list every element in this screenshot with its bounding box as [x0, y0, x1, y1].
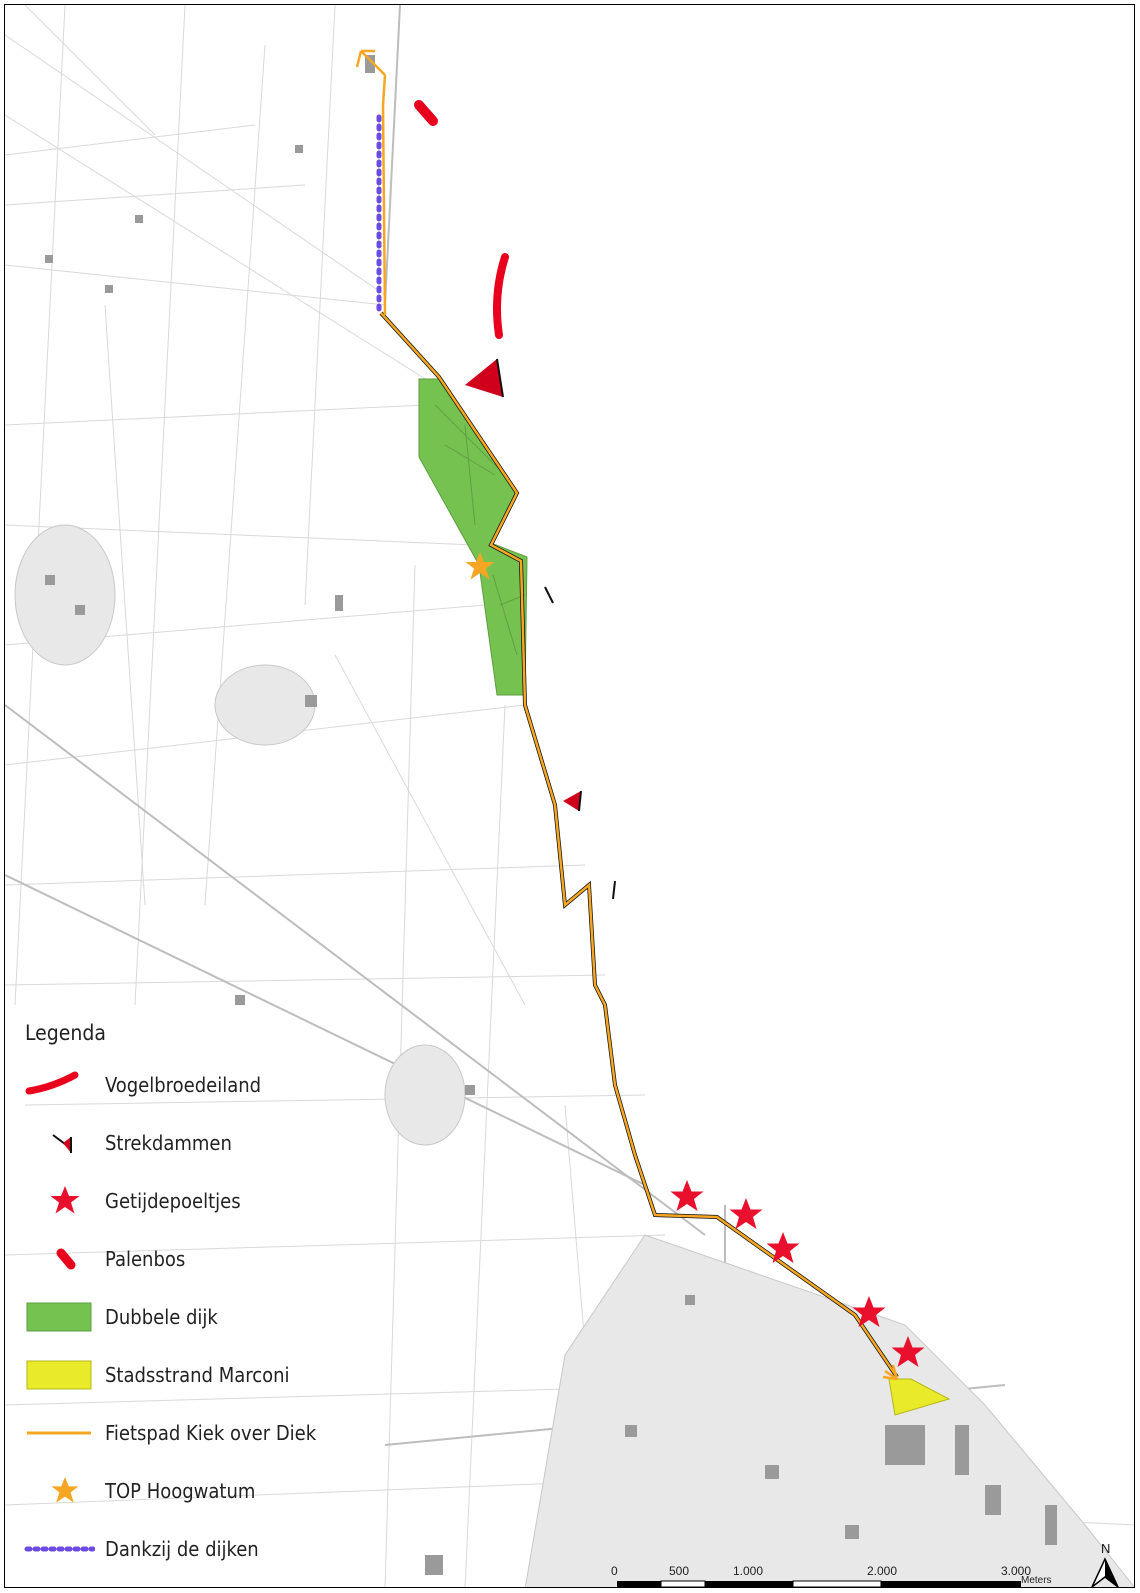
- dubbele-dijk-ditches: [434, 404, 526, 656]
- north-arrow-icon: [1091, 1557, 1119, 1587]
- groyne-icon: [52, 1134, 72, 1153]
- scale-tick-500: 500: [669, 1564, 690, 1578]
- bird-island-icon: [25, 1071, 79, 1095]
- orange-line-icon: [27, 1431, 91, 1435]
- legend-item-fietspad: Fietspad Kiek over Diek: [23, 1413, 383, 1453]
- scale-unit: Meters: [1021, 1575, 1052, 1586]
- orange-star-icon: [51, 1477, 79, 1503]
- legend-item-stadsstrand-marconi: Stadsstrand Marconi: [23, 1355, 383, 1395]
- north-label: N: [1101, 1541, 1111, 1556]
- legend-item-vogelbroedeiland: Vogelbroedeiland: [23, 1065, 383, 1105]
- palenbos-marker[interactable]: [414, 100, 438, 126]
- scale-tick-0: 0: [611, 1564, 618, 1578]
- star-icon: [50, 1186, 80, 1214]
- pole-forest-icon: [56, 1248, 76, 1270]
- scale-tick-3000: 3.000: [1001, 1564, 1032, 1578]
- vogelbroedeiland-marker[interactable]: [493, 253, 509, 339]
- legend-item-top-hoogwatum: TOP Hoogwatum: [23, 1471, 383, 1511]
- strekdammen-markers[interactable]: [465, 358, 616, 900]
- route-arrow-north-icon: [355, 49, 386, 76]
- buildings: [45, 55, 1057, 1575]
- map-frame: Legenda Vogelbroedeiland Strekdammen Get…: [4, 4, 1135, 1588]
- dotted-line-icon: [24, 1546, 95, 1552]
- map-canvas[interactable]: [5, 5, 1135, 1588]
- scale-tick-1000: 1.000: [733, 1564, 764, 1578]
- yellow-area-icon: [26, 1360, 92, 1390]
- legend-item-getijdepoeltjes: Getijdepoeltjes: [23, 1181, 383, 1221]
- top-hoogwatum-marker[interactable]: [465, 552, 495, 580]
- route-arrow-south-icon: [882, 1364, 899, 1381]
- legend-item-dubbele-dijk: Dubbele dijk: [23, 1297, 383, 1337]
- getijdepoeltjes-markers[interactable]: [670, 1180, 925, 1367]
- fietspad-route-north[interactable]: [381, 74, 387, 316]
- legend-title: Legenda: [25, 1021, 106, 1045]
- legend-item-dankzij-de-dijken: Dankzij de dijken: [23, 1529, 383, 1569]
- stadsstrand-marconi-area[interactable]: [888, 1378, 951, 1416]
- scale-tick-2000: 2.000: [867, 1564, 898, 1578]
- legend-item-palenbos: Palenbos: [23, 1239, 383, 1279]
- urban-areas: [14, 524, 1134, 1587]
- green-area-icon: [26, 1302, 92, 1332]
- fietspad-route[interactable]: [380, 312, 899, 1378]
- legend-item-strekdammen: Strekdammen: [23, 1123, 383, 1163]
- scale-bar: [617, 1580, 1021, 1587]
